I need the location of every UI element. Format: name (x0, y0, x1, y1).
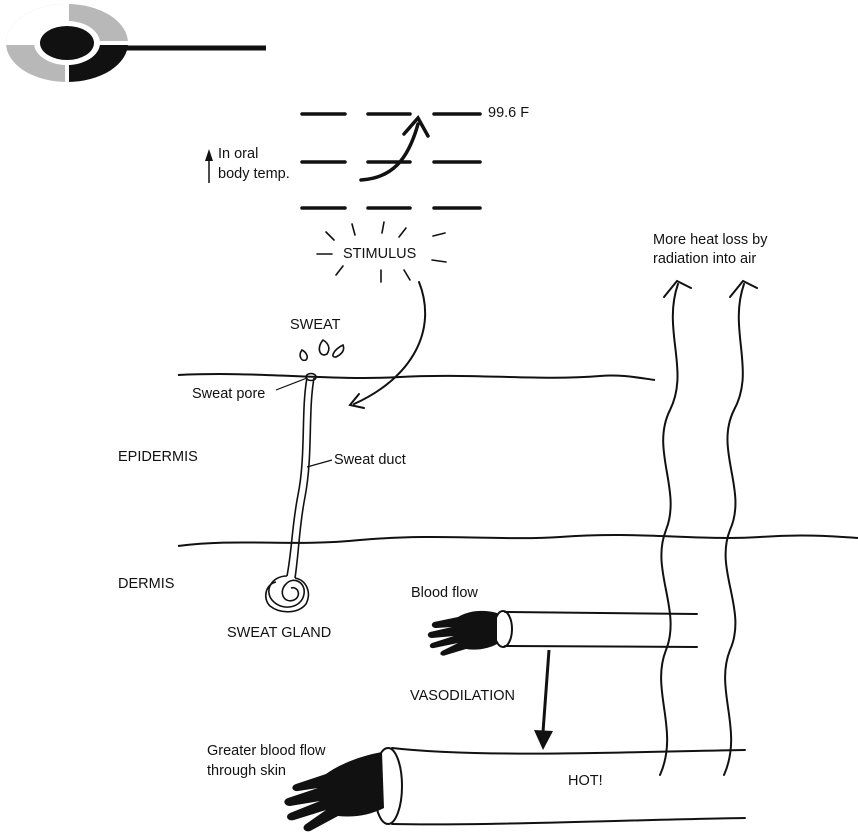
sweat-droplets (300, 340, 343, 360)
sweat-gland-label: SWEAT GLAND (227, 625, 331, 642)
temperature-scale (302, 114, 480, 208)
vasodilation-arrow (534, 650, 553, 750)
vasodilation-label: VASODILATION (410, 688, 515, 705)
temp-rise-arrow (361, 118, 428, 180)
stimulus-label: STIMULUS (343, 246, 416, 263)
blood-flow-label: Blood flow (411, 585, 478, 602)
blood-flow-hand-icon (428, 611, 497, 656)
sweat-duct (266, 374, 316, 612)
heat-loss-label-line1: More heat loss by (653, 232, 767, 249)
greater-flow-hand-icon (284, 752, 384, 831)
hot-label: HOT! (568, 773, 603, 790)
dermis-boundary-line (178, 535, 858, 546)
oral-temp-label-line2: body temp. (218, 166, 290, 183)
greater-flow-label-line2: through skin (207, 763, 286, 780)
up-arrow-icon (205, 149, 213, 183)
sweat-pore-label: Sweat pore (192, 386, 265, 403)
stimulus-arrow (350, 282, 425, 408)
oral-temp-label-line1: In oral (218, 146, 258, 163)
dermis-label: DERMIS (118, 576, 174, 593)
greater-flow-label-line1: Greater blood flow (207, 743, 325, 760)
temperature-label: 99.6 F (488, 105, 529, 122)
sweat-label: SWEAT (290, 317, 340, 334)
disc-logo-icon (4, 2, 266, 84)
heat-radiation-arrows (660, 281, 757, 775)
dilated-blood-vessel (374, 748, 745, 824)
blood-vessel (494, 611, 697, 647)
sweat-duct-label: Sweat duct (334, 452, 406, 469)
skin-surface-line (178, 374, 655, 380)
heat-loss-label-line2: radiation into air (653, 251, 756, 268)
epidermis-label: EPIDERMIS (118, 449, 198, 466)
